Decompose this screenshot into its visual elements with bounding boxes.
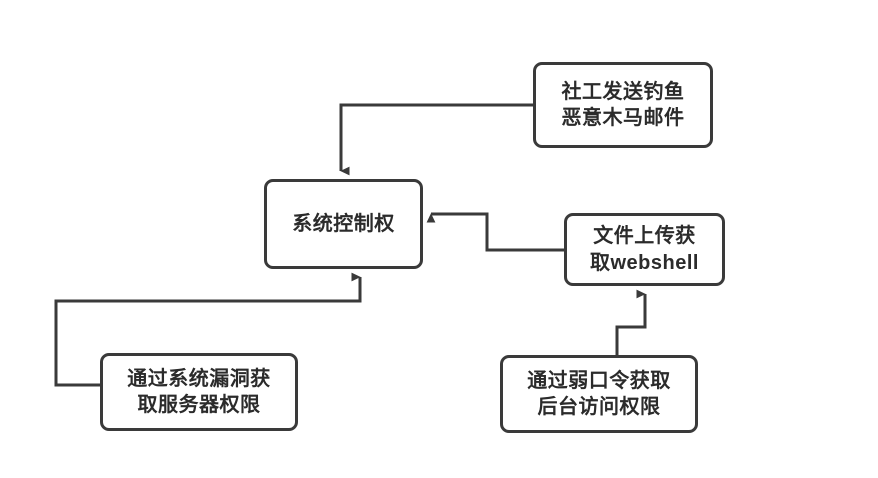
node-webshell-upload[interactable]: 文件上传获 取webshell xyxy=(564,213,725,286)
node-weak-password-label: 通过弱口令获取 后台访问权限 xyxy=(527,369,671,418)
node-weak-password[interactable]: 通过弱口令获取 后台访问权限 xyxy=(500,355,698,433)
node-system-vuln[interactable]: 通过系统漏洞获 取服务器权限 xyxy=(100,353,298,431)
edge-weak-password-to-webshell xyxy=(615,289,647,355)
node-phishing-email[interactable]: 社工发送钓鱼 恶意木马邮件 xyxy=(533,62,713,148)
edge-system-vuln-to-system-control xyxy=(54,272,362,387)
edge-webshell-to-system-control xyxy=(426,212,564,252)
node-phishing-email-label: 社工发送钓鱼 恶意木马邮件 xyxy=(561,80,685,129)
edge-phishing-to-system-control xyxy=(339,103,533,176)
node-webshell-upload-label: 文件上传获 取webshell xyxy=(590,225,699,274)
node-system-control-label: 系统控制权 xyxy=(292,212,395,235)
node-system-vuln-label: 通过系统漏洞获 取服务器权限 xyxy=(127,367,271,416)
node-system-control[interactable]: 系统控制权 xyxy=(264,179,423,269)
